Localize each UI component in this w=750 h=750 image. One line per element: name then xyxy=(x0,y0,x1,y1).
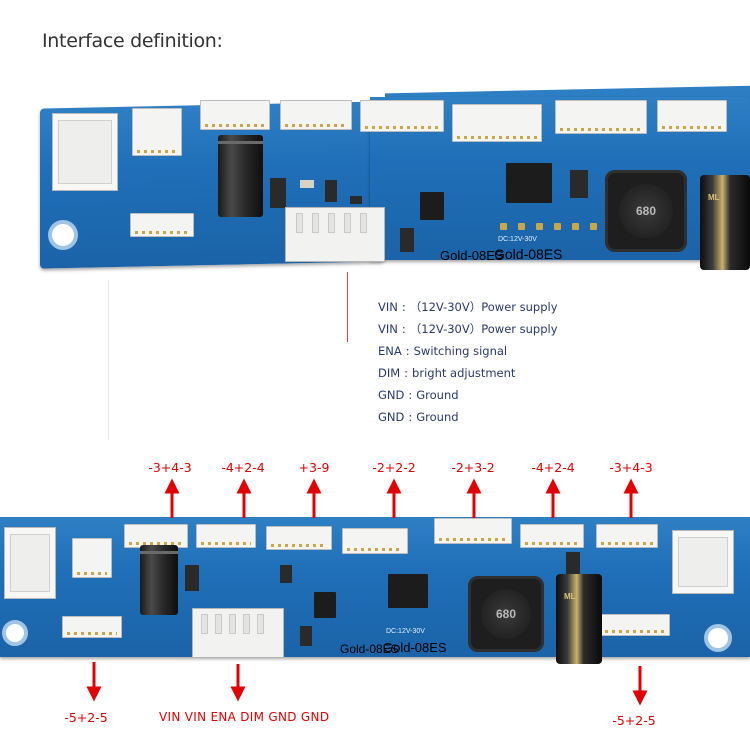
connector-label-bottom-right: -5+2-5 xyxy=(612,713,656,728)
smd-component xyxy=(185,565,199,591)
capacitor xyxy=(140,545,178,615)
smd-component xyxy=(566,552,580,574)
connector xyxy=(555,100,647,134)
pin-separator: : xyxy=(408,388,413,402)
pin-description: Ground xyxy=(416,410,459,424)
connector xyxy=(200,100,270,130)
connector-label: +3-9 xyxy=(298,460,330,475)
connector xyxy=(360,100,444,132)
connector xyxy=(520,524,584,548)
smd-component xyxy=(270,178,286,208)
power-socket xyxy=(52,113,118,191)
smd-component xyxy=(570,170,588,198)
connector xyxy=(434,518,512,544)
smd-component xyxy=(325,180,337,202)
solder-pad xyxy=(590,223,597,230)
pin-definition-list: VIN:（12V-30V）Power supply VIN:（12V-30V）P… xyxy=(378,296,558,428)
connector xyxy=(600,614,670,636)
solder-pad xyxy=(536,223,543,230)
pin-separator: : xyxy=(405,344,410,358)
inductor: 680 xyxy=(605,170,687,252)
pin-separator: : xyxy=(401,322,406,336)
pin-definition-row: VIN:（12V-30V）Power supply xyxy=(378,296,558,318)
pin-separator: : xyxy=(404,366,409,380)
connector-label: -4+2-4 xyxy=(531,460,575,475)
pin-signal: DIM xyxy=(378,366,401,380)
inductor-label: 680 xyxy=(619,184,673,238)
mounting-hole xyxy=(704,624,732,652)
pin-separator: : xyxy=(401,300,406,314)
connector xyxy=(452,104,542,142)
pin-definition-row: DIM:bright adjustment xyxy=(378,362,558,384)
connector xyxy=(196,524,256,548)
connector xyxy=(62,616,122,638)
connector xyxy=(657,100,727,132)
ic-chip xyxy=(420,189,444,223)
connector xyxy=(130,213,194,237)
mosfet-chip xyxy=(506,160,552,206)
page-title: Interface definition: xyxy=(42,30,223,52)
pin-description: Switching signal xyxy=(413,344,508,358)
connector-label: -3+4-3 xyxy=(609,460,653,475)
connector-label: -3+4-3 xyxy=(148,460,192,475)
mosfet-chip xyxy=(388,571,428,611)
electrolytic-capacitor: ML xyxy=(700,175,750,270)
inductor: 680 xyxy=(468,576,544,652)
connector-label: -2+3-2 xyxy=(451,460,495,475)
power-socket xyxy=(4,527,56,599)
smd-component xyxy=(300,180,314,188)
connector-label: -2+2-2 xyxy=(372,460,416,475)
pin-signal: ENA xyxy=(378,344,402,358)
smd-component xyxy=(400,228,414,252)
pin-definition-row: ENA:Switching signal xyxy=(378,340,558,362)
connector-label-bottom-left: -5+2-5 xyxy=(64,710,108,725)
smd-component xyxy=(280,565,292,583)
solder-pad xyxy=(572,223,579,230)
pin-signal: GND xyxy=(378,410,405,424)
divider-line xyxy=(347,272,348,342)
board-model-shadow: Gold-08ES xyxy=(440,248,504,263)
input-connector xyxy=(285,207,385,262)
pin-description: Ground xyxy=(416,388,459,402)
input-pin-order-label: VIN VIN ENA DIM GND GND xyxy=(159,710,330,724)
pin-description: （12V-30V）Power supply xyxy=(409,322,558,336)
mounting-hole xyxy=(2,620,28,646)
ic-chip xyxy=(314,589,336,621)
pin-definition-row: GND:Ground xyxy=(378,406,558,428)
connector xyxy=(596,524,658,548)
board-model-label: Gold-08ES xyxy=(494,246,563,262)
inductor-label: 680 xyxy=(481,589,531,639)
connector xyxy=(266,526,332,550)
pin-signal: GND xyxy=(378,388,405,402)
mounting-hole xyxy=(48,220,78,250)
pin-description: bright adjustment xyxy=(412,366,516,380)
smd-component xyxy=(350,196,362,204)
electrolytic-capacitor: ML xyxy=(556,574,602,664)
connector xyxy=(132,108,182,156)
divider-line xyxy=(108,280,109,440)
capacitor xyxy=(218,135,263,217)
smd-component xyxy=(300,626,312,646)
connector xyxy=(280,100,352,130)
board-model-label: Gold-08ES xyxy=(383,640,447,655)
pin-signal: VIN xyxy=(378,300,398,314)
pin-description: （12V-30V）Power supply xyxy=(409,300,558,314)
board-model-shadow: Gold-08ES xyxy=(340,642,399,656)
power-socket xyxy=(672,530,734,594)
solder-pad xyxy=(518,223,525,230)
connector xyxy=(342,528,408,554)
dc-rating-label: DC:12V-30V xyxy=(386,628,425,635)
connector-label: -4+2-4 xyxy=(221,460,265,475)
pin-signal: VIN xyxy=(378,322,398,336)
pin-definition-row: VIN:（12V-30V）Power supply xyxy=(378,318,558,340)
pin-separator: : xyxy=(408,410,413,424)
pin-definition-row: GND:Ground xyxy=(378,384,558,406)
connector xyxy=(124,524,188,548)
dc-rating-label: DC:12V-30V xyxy=(498,236,537,243)
solder-pad xyxy=(554,223,561,230)
connector xyxy=(72,538,112,578)
input-connector xyxy=(192,608,284,658)
solder-pad xyxy=(500,223,507,230)
